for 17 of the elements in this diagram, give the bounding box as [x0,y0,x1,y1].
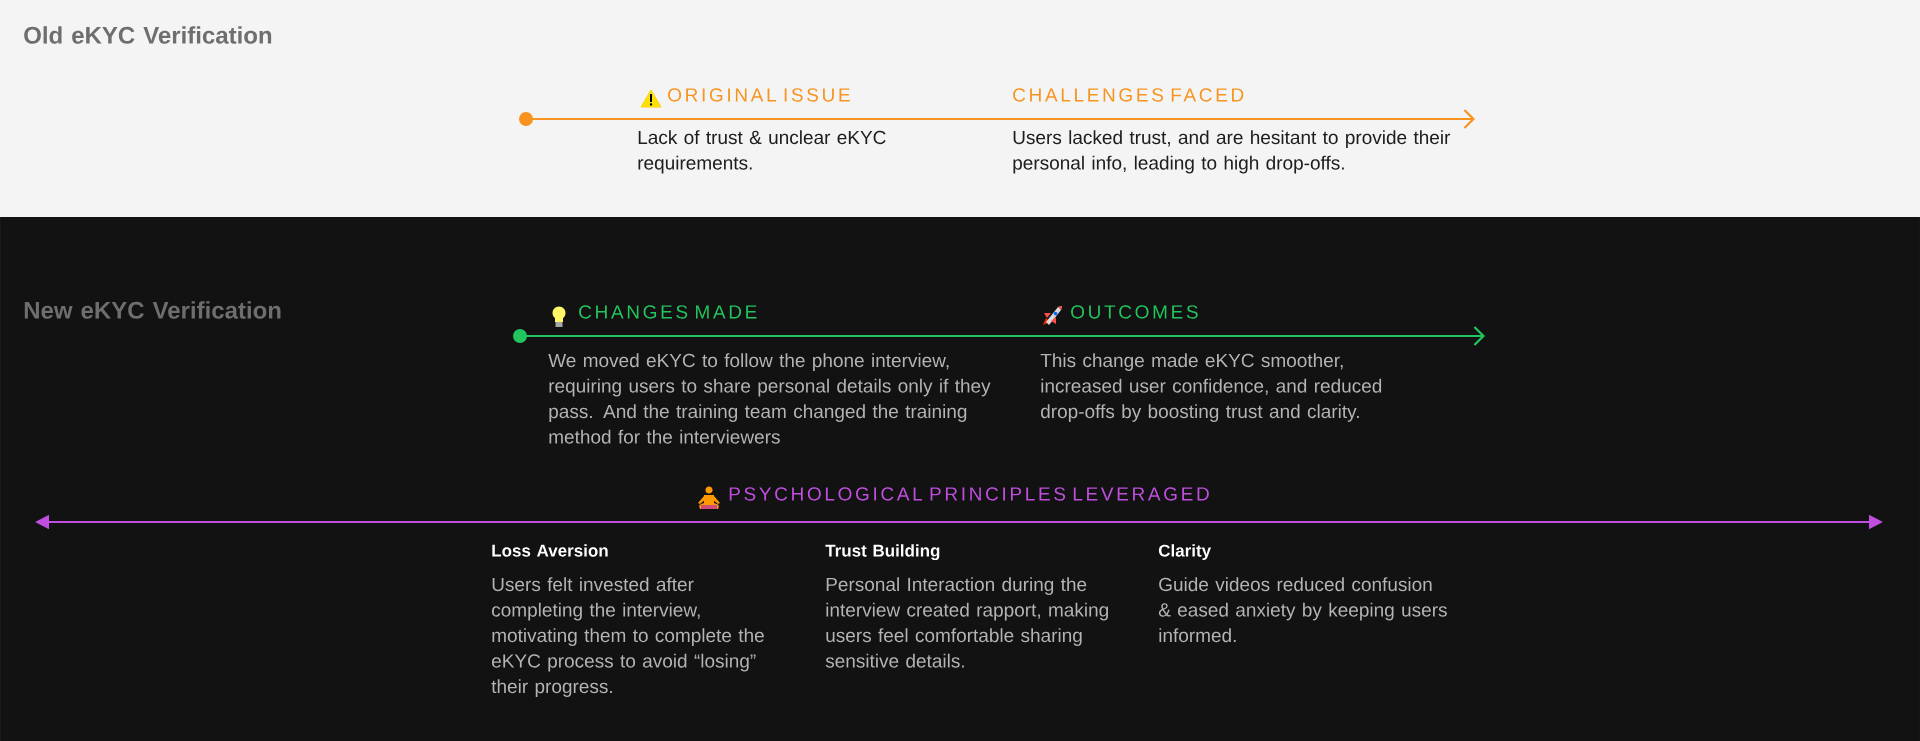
description-text: Users lacked trust, and are hesitant to provide their personal info, leading to high drop-offs. [1013,130,1451,174]
section-heading: New eKYC Verification [24,301,281,319]
principle-title: Trust Building [825,544,940,561]
description-text: Users felt invested after completing the interview, motivating them to complete the eKYC process to avoid “losing” their progress. [491,577,764,697]
principle-title: Loss Aversion [492,544,608,557]
section-label: CHALLENGES FACED [1013,88,1244,102]
section-label: CHANGES MADE [579,305,757,319]
description-text: This change made eKYC smoother, increased user confidence, and reduced drop-offs by boosting trust and clarity. [1040,353,1382,422]
section-label: OUTCOMES [1071,305,1198,319]
description-text: Guide videos reduced confusion & eased anxiety by keeping users informed. [1158,577,1447,643]
section-label: PSYCHOLOGICAL PRINCIPLES LEVERAGED [729,487,1209,501]
section-heading: Old eKYC Verification [24,26,272,44]
description-text: Lack of trust & unclear eKYC requirements. [638,130,886,174]
description-text: Personal Interaction during the interview created rapport, making users feel comfortable sharing sensitive details. [825,577,1108,668]
description-text: We moved eKYC to follow the phone interview, requiring users to share personal details only if they pass. And the training team changed the training method for the interviewers [548,353,991,444]
section-label: ORIGINAL ISSUE [668,88,850,102]
principle-title: Clarity [1158,544,1211,561]
